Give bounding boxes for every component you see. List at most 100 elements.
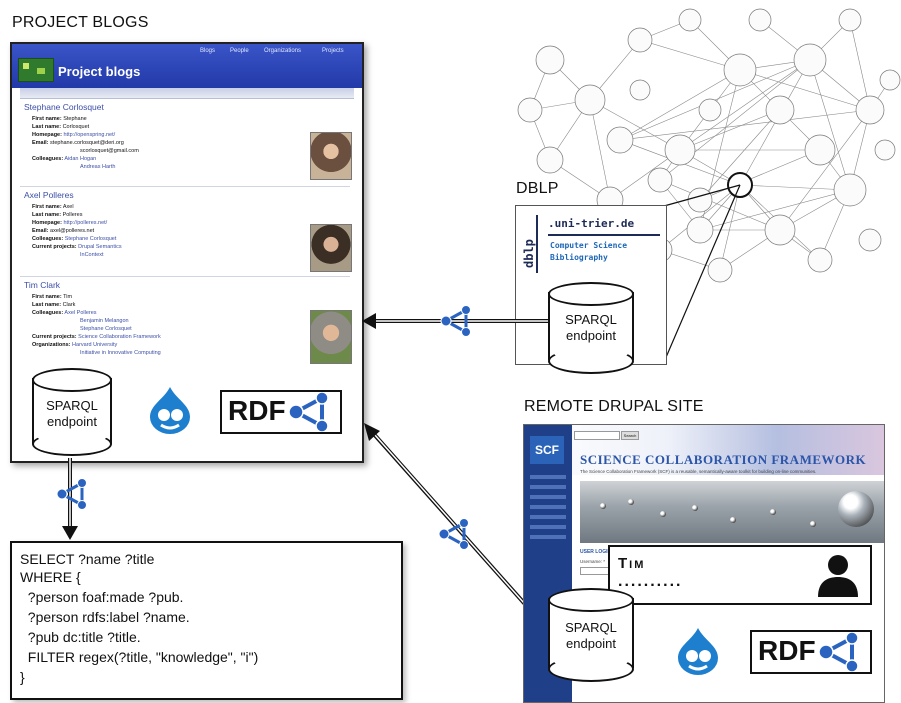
blogs-sparql-endpoint: SPARQL endpoint — [32, 368, 112, 458]
rdf-triangle-icon — [288, 392, 329, 432]
field-value: Tim — [63, 294, 73, 300]
field-label: Current projects: — [32, 244, 77, 250]
field-label: Current projects: — [32, 334, 77, 340]
field-label: First name: — [32, 116, 62, 122]
profile-tim: Tim Clark First name: Tim Last name: Cla… — [20, 280, 352, 376]
scf-logo[interactable]: SCF — [530, 436, 564, 464]
profile-axel: Axel Polleres First name: Axel Last name… — [20, 190, 352, 277]
rdf-triangle-icon — [440, 305, 471, 337]
nav-projects[interactable]: Projects — [322, 48, 344, 54]
endpoint-label-line1: SPARQL — [46, 398, 98, 413]
endpoint-label-line2: endpoint — [566, 636, 616, 651]
nav-people[interactable]: People — [230, 48, 249, 54]
project-link[interactable]: Science Collaboration Framework — [78, 334, 161, 340]
remote-drupal-heading: REMOTE DRUPAL SITE — [524, 398, 704, 415]
user-silhouette-icon — [818, 555, 858, 597]
profile-photo — [310, 310, 352, 364]
colleague-link[interactable]: Aidan Hogan — [64, 156, 97, 162]
project-link[interactable]: Drupal Semantics — [78, 244, 122, 250]
dblp-logo: .uni-trier.de Computer Science Bibliogra… — [536, 215, 660, 273]
tim-first-name: Tim — [618, 555, 646, 572]
colleague-link[interactable]: Stephane Corlosquet — [64, 236, 117, 242]
scf-tagline: The Science Collaboration Framework (SCF… — [580, 469, 817, 474]
field-label: Colleagues: — [32, 156, 64, 162]
blogs-title: Project blogs — [58, 64, 141, 79]
email-value: axel@polleres.net — [50, 228, 95, 234]
drupal-drop-icon — [678, 628, 718, 675]
remote-sparql-endpoint: SPARQL endpoint — [548, 588, 634, 684]
query-line: SELECT ?name ?title — [20, 551, 155, 567]
colleague-link[interactable]: Andreas Harth — [80, 164, 116, 170]
field-label: Email: — [32, 228, 49, 234]
profile-name[interactable]: Tim Clark — [24, 280, 61, 290]
deri-logo — [18, 58, 54, 82]
homepage-link[interactable]: http://polleres.net/ — [63, 220, 108, 226]
blogs-subbar — [20, 88, 354, 99]
field-label: First name: — [32, 294, 62, 300]
colleague-link[interactable]: Benjamin Melangon — [80, 318, 129, 324]
field-label: Last name: — [32, 124, 62, 130]
field-label: Colleagues: — [32, 236, 64, 242]
query-line: } — [20, 669, 25, 685]
field-value: Stephane — [63, 116, 87, 122]
blogs-banner: Project blogs Blogs People Organizations… — [12, 44, 362, 88]
tim-name-card: Tim .......... — [608, 545, 872, 605]
email-value-2: scorlosquet@gmail.com — [80, 148, 139, 154]
nav-blogs[interactable]: Blogs — [200, 48, 216, 54]
colleague-link[interactable]: Stephane Corlosquet — [80, 326, 132, 332]
scf-username-label: Username: * — [580, 559, 606, 564]
scf-title: SCIENCE COLLABORATION FRAMEWORK — [580, 452, 867, 467]
field-label: Last name: — [32, 212, 62, 218]
endpoint-label-line1: SPARQL — [565, 620, 617, 635]
organization-link[interactable]: Initiative in Innovative Computing — [80, 350, 161, 356]
profile-photo — [310, 224, 352, 272]
query-line: FILTER regex(?title, "knowledge", "i") — [20, 649, 259, 665]
scf-search-button[interactable]: Search — [621, 431, 639, 440]
email-value: stephane.corlosquet@deri.org — [50, 140, 124, 146]
field-label: Homepage: — [32, 220, 62, 226]
endpoint-label-line2: endpoint — [566, 328, 616, 343]
project-link[interactable]: InContext — [80, 252, 104, 258]
query-line: ?pub dc:title ?title. — [20, 629, 141, 645]
query-line: ?person rdfs:label ?name. — [20, 609, 190, 625]
dblp-sparql-endpoint: SPARQL endpoint — [548, 282, 634, 376]
rdf-logo-text: RDF — [228, 395, 286, 426]
field-label: Homepage: — [32, 132, 62, 138]
field-value: Axel — [62, 204, 74, 210]
field-value: Polleres — [62, 212, 83, 218]
rdf-logo: RDF — [750, 630, 872, 674]
rdf-triangle-icon — [56, 478, 87, 510]
nav-organizations[interactable]: Organizations — [264, 48, 302, 54]
field-label: Last name: — [32, 302, 62, 308]
rdf-logo-text: RDF — [758, 635, 816, 666]
field-value: Corlosquet — [62, 124, 90, 130]
dblp-logo-card: .uni-trier.de Computer Science Bibliogra… — [515, 205, 667, 365]
scf-banner-photo — [580, 481, 884, 543]
endpoint-label-line1: SPARQL — [565, 312, 617, 327]
rdf-triangle-icon — [438, 518, 469, 550]
query-line: ?person foaf:made ?pub. — [20, 589, 184, 605]
profile-stephane: Stephane Corlosquet First name: Stephane… — [20, 102, 352, 187]
dblp-heading: DBLP — [516, 180, 559, 197]
rdf-logo: RDF — [220, 390, 342, 434]
scf-search-input[interactable] — [574, 431, 620, 440]
field-label: Organizations: — [32, 342, 71, 348]
profile-name[interactable]: Stephane Corlosquet — [24, 102, 104, 112]
drupal-drop-icon — [150, 387, 190, 434]
dblp-subtitle-2: Bibliography — [550, 253, 608, 262]
project-blogs-heading: PROJECT BLOGS — [12, 14, 149, 31]
homepage-link[interactable]: http://openspring.net/ — [63, 132, 116, 138]
profile-name[interactable]: Axel Polleres — [24, 190, 74, 200]
dblp-url: .uni-trier.de — [548, 217, 635, 230]
query-line: WHERE { — [20, 569, 81, 585]
scf-login-heading: USER LOGIN — [580, 549, 612, 555]
tim-redacted-name: .......... — [618, 573, 683, 590]
colleague-link[interactable]: Axel Polleres — [64, 310, 97, 316]
rdf-triangle-icon — [818, 632, 859, 672]
sparql-query-box: SELECT ?name ?title WHERE { ?person foaf… — [10, 541, 403, 700]
organization-link[interactable]: Harvard University — [72, 342, 118, 348]
field-label: Email: — [32, 140, 49, 146]
field-label: First name: — [32, 204, 62, 210]
